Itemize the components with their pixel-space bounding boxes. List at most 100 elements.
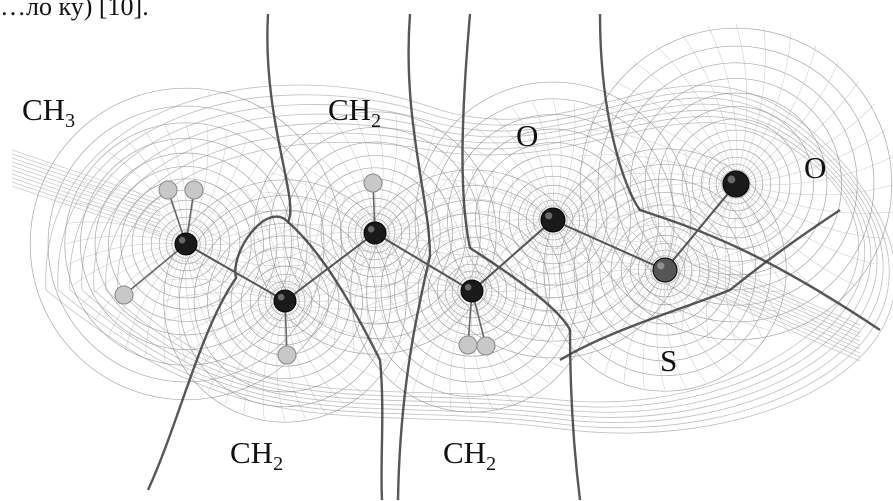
gradient-path [511,219,554,333]
gradient-path [430,290,473,404]
gradient-path [471,187,533,292]
contour-ring [207,223,363,379]
gradient-path [379,290,473,369]
gradient-path [735,183,893,196]
gradient-paths [11,23,893,422]
gradient-path [185,222,305,246]
gradient-path [65,235,187,245]
gradient-path [552,219,674,229]
gradient-hatch [11,185,161,237]
gradient-path [374,112,384,234]
envelope-contour [81,103,878,418]
hydrogen-atom [476,336,496,356]
gradient-path [411,186,473,292]
gradient-hatch [699,274,861,346]
gradient-path [333,232,376,346]
gradient-hatch [699,254,861,326]
gradient-path [270,232,376,294]
contour-ring [394,213,550,369]
gradient-path [735,183,791,335]
gradient-path [353,289,473,313]
gradient-path [664,151,688,271]
gradient-path [663,269,687,389]
contour-ring [525,192,581,248]
gradient-path [552,219,666,262]
contour-ring [444,263,500,319]
gradient-path [707,26,738,185]
gradient-path [367,290,473,352]
gradient-path [561,209,666,271]
gradient-path [552,127,631,221]
gradient-path [192,223,286,302]
gradient-path [642,269,666,389]
gradient-path [471,290,591,314]
contour-ring [406,225,538,357]
contour-ring [644,249,686,291]
gradient-hatch [11,177,161,229]
label-ch2-bottom-right: CH2 [443,435,497,475]
gradient-path [82,183,187,245]
gradient-path [276,300,286,422]
contour-ring [715,163,757,205]
contour-ring [171,229,201,259]
contour-ring [163,179,407,423]
gradient-path [604,269,666,374]
gradient-path [587,177,666,271]
gradient-path [471,178,514,292]
gradient-path [735,129,887,185]
gradient-path [664,269,707,383]
gradient-path [450,172,474,292]
label-o-right: O [804,150,827,185]
gradient-path [93,166,187,245]
gradient-path [352,232,376,352]
gradient-hatch [699,290,861,362]
label-ch2-bottom-left: CH2 [230,435,284,475]
gradient-path [492,219,554,324]
gradient-path [67,221,187,245]
gradient-path [262,300,286,420]
contour-ring [451,270,493,312]
gradient-path [185,243,305,267]
hydrogen-atom [114,285,134,305]
contour-ring [708,156,764,212]
atom-highlight [178,236,186,244]
gradient-path [735,103,875,185]
gradient-path [572,192,666,271]
contour-ring [559,164,771,376]
gradient-hatch [11,153,161,205]
gradient-path [664,269,758,348]
gradient-path [546,268,666,292]
gradient-path [185,131,228,245]
gradient-path [125,243,187,348]
atom-highlight [545,212,553,220]
contour-ring [498,165,608,275]
gradient-path [680,183,737,335]
atom-spheres [114,170,750,365]
contour-ring [532,199,574,241]
oxygen-atom [540,207,566,233]
bond-line [664,183,737,271]
gradient-path [552,219,631,313]
contour-ring [80,138,292,350]
gradient-path [73,243,187,286]
contour-ring [94,152,278,336]
envelope-contour [117,122,859,403]
carbon-atom [273,289,297,313]
sulfur-atom [652,257,678,283]
gradient-path [471,290,585,333]
gradient-path [164,292,286,302]
atom-highlight [367,225,375,233]
gradient-hatch [11,157,161,209]
gradient-path [271,172,376,234]
gradient-path [664,269,786,279]
contour-ring [414,81,692,359]
hydrogen-atom [184,180,204,200]
gradient-path [284,300,398,343]
contour-ring [339,197,411,269]
gradient-path [374,232,453,326]
gradient-path [185,243,307,253]
carbon-atom [363,221,387,245]
bond-line [471,219,554,292]
gradient-path [735,61,840,185]
gradient-path [735,33,792,185]
